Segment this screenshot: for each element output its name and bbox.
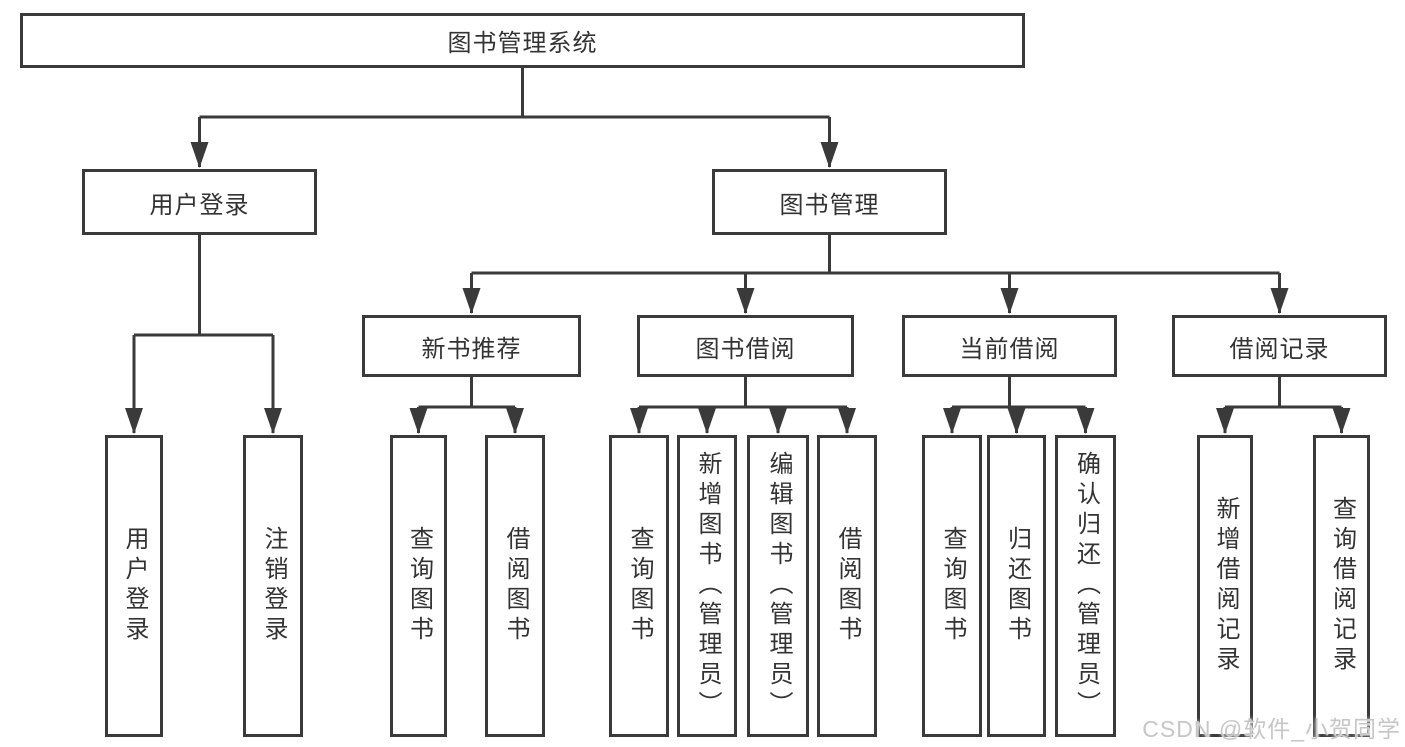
node-query-borrow-record: 查询借阅记录 [1313, 435, 1370, 737]
node-label: 归还图书 [1003, 526, 1031, 646]
node-query-books-recommend: 查询图书 [390, 435, 447, 737]
node-label: 查询借阅记录 [1328, 496, 1356, 676]
node-label: 确认归还（管理员） [1072, 451, 1100, 721]
node-label: 新书推荐 [421, 335, 522, 363]
node-label: 查询图书 [939, 526, 966, 646]
node-edit-books-admin: 编辑图书（管理员） [747, 435, 809, 737]
node-label: 借阅图书 [834, 526, 861, 646]
node-book-management: 图书管理 [712, 169, 947, 235]
node-library-management-system: 图书管理系统 [20, 13, 1025, 68]
node-label: 编辑图书（管理员） [765, 451, 792, 721]
node-query-books-current: 查询图书 [922, 435, 982, 737]
node-label: 新增借阅记录 [1212, 496, 1239, 676]
node-label: 查询图书 [626, 526, 653, 646]
node-current-borrowing: 当前借阅 [902, 315, 1117, 377]
node-borrow-books: 借阅图书 [817, 435, 877, 737]
node-query-books-borrow: 查询图书 [609, 435, 669, 737]
node-label: 查询图书 [405, 526, 433, 646]
node-book-borrowing: 图书借阅 [637, 315, 854, 377]
node-label: 图书管理系统 [447, 30, 598, 57]
node-label: 图书借阅 [695, 335, 796, 363]
node-label: 用户登录 [121, 526, 148, 646]
node-return-books: 归还图书 [987, 435, 1046, 737]
node-label: 用户登录 [149, 191, 250, 219]
node-label: 新增图书（管理员） [694, 451, 721, 721]
node-borrow-books-recommend: 借阅图书 [485, 435, 545, 737]
node-add-borrow-record: 新增借阅记录 [1197, 435, 1253, 737]
node-logout-action: 注销登录 [243, 435, 303, 737]
node-user-login-action: 用户登录 [105, 435, 163, 737]
node-label: 图书管理 [779, 191, 880, 219]
node-label: 借阅记录 [1229, 335, 1330, 363]
csdn-watermark: CSDN @软件_小贺同学 [1142, 716, 1401, 742]
node-borrowing-records: 借阅记录 [1172, 315, 1387, 377]
node-label: 注销登录 [260, 526, 287, 646]
node-add-books-admin: 新增图书（管理员） [677, 435, 737, 737]
node-new-book-recommend: 新书推荐 [362, 315, 581, 377]
node-user-login: 用户登录 [82, 169, 317, 235]
node-confirm-return-admin: 确认归还（管理员） [1055, 435, 1116, 737]
node-label: 当前借阅 [959, 335, 1060, 363]
node-label: 借阅图书 [502, 526, 529, 646]
